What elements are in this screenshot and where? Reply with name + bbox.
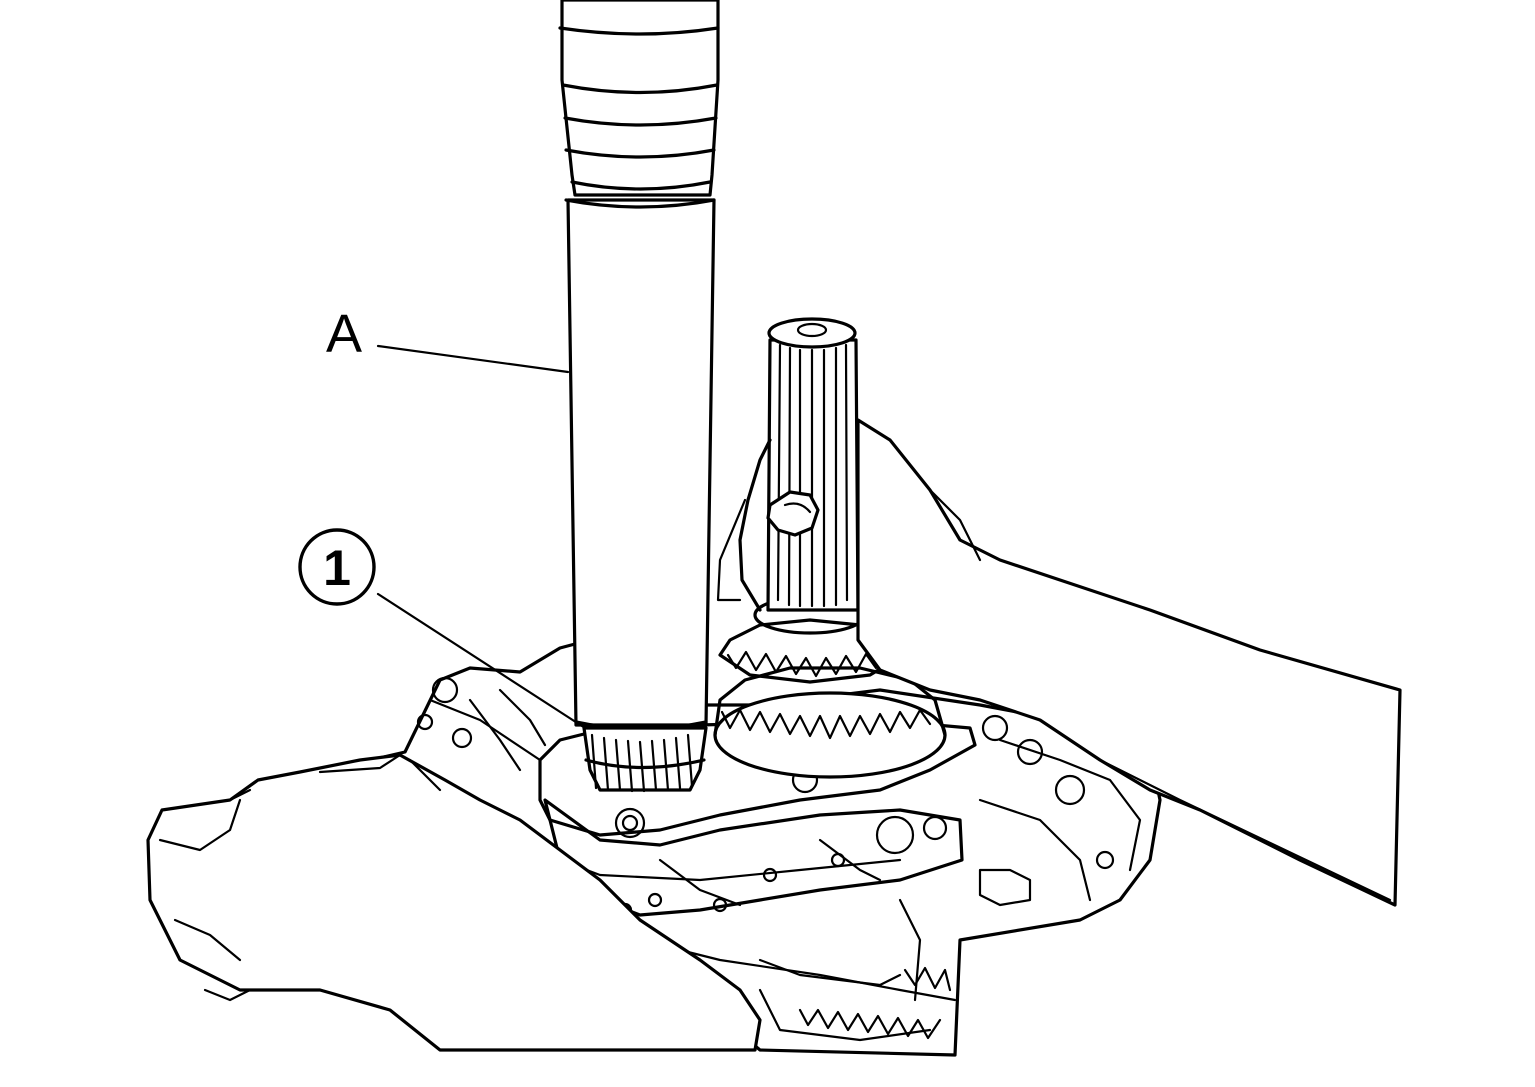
right-hand (716, 418, 1402, 907)
tool-a-leader-line (376, 344, 570, 374)
part-1-number: 1 (323, 540, 351, 596)
left-hand (146, 753, 762, 1052)
tool-a (558, 0, 720, 793)
output-shaft (766, 317, 860, 612)
tool-a-label: A (326, 304, 362, 364)
callout-circle (298, 528, 376, 606)
part-1-leader-line (376, 592, 587, 730)
part-1-callout: 1 (298, 528, 376, 606)
differential-gear (713, 595, 947, 779)
transaxle-case (318, 638, 1162, 1057)
